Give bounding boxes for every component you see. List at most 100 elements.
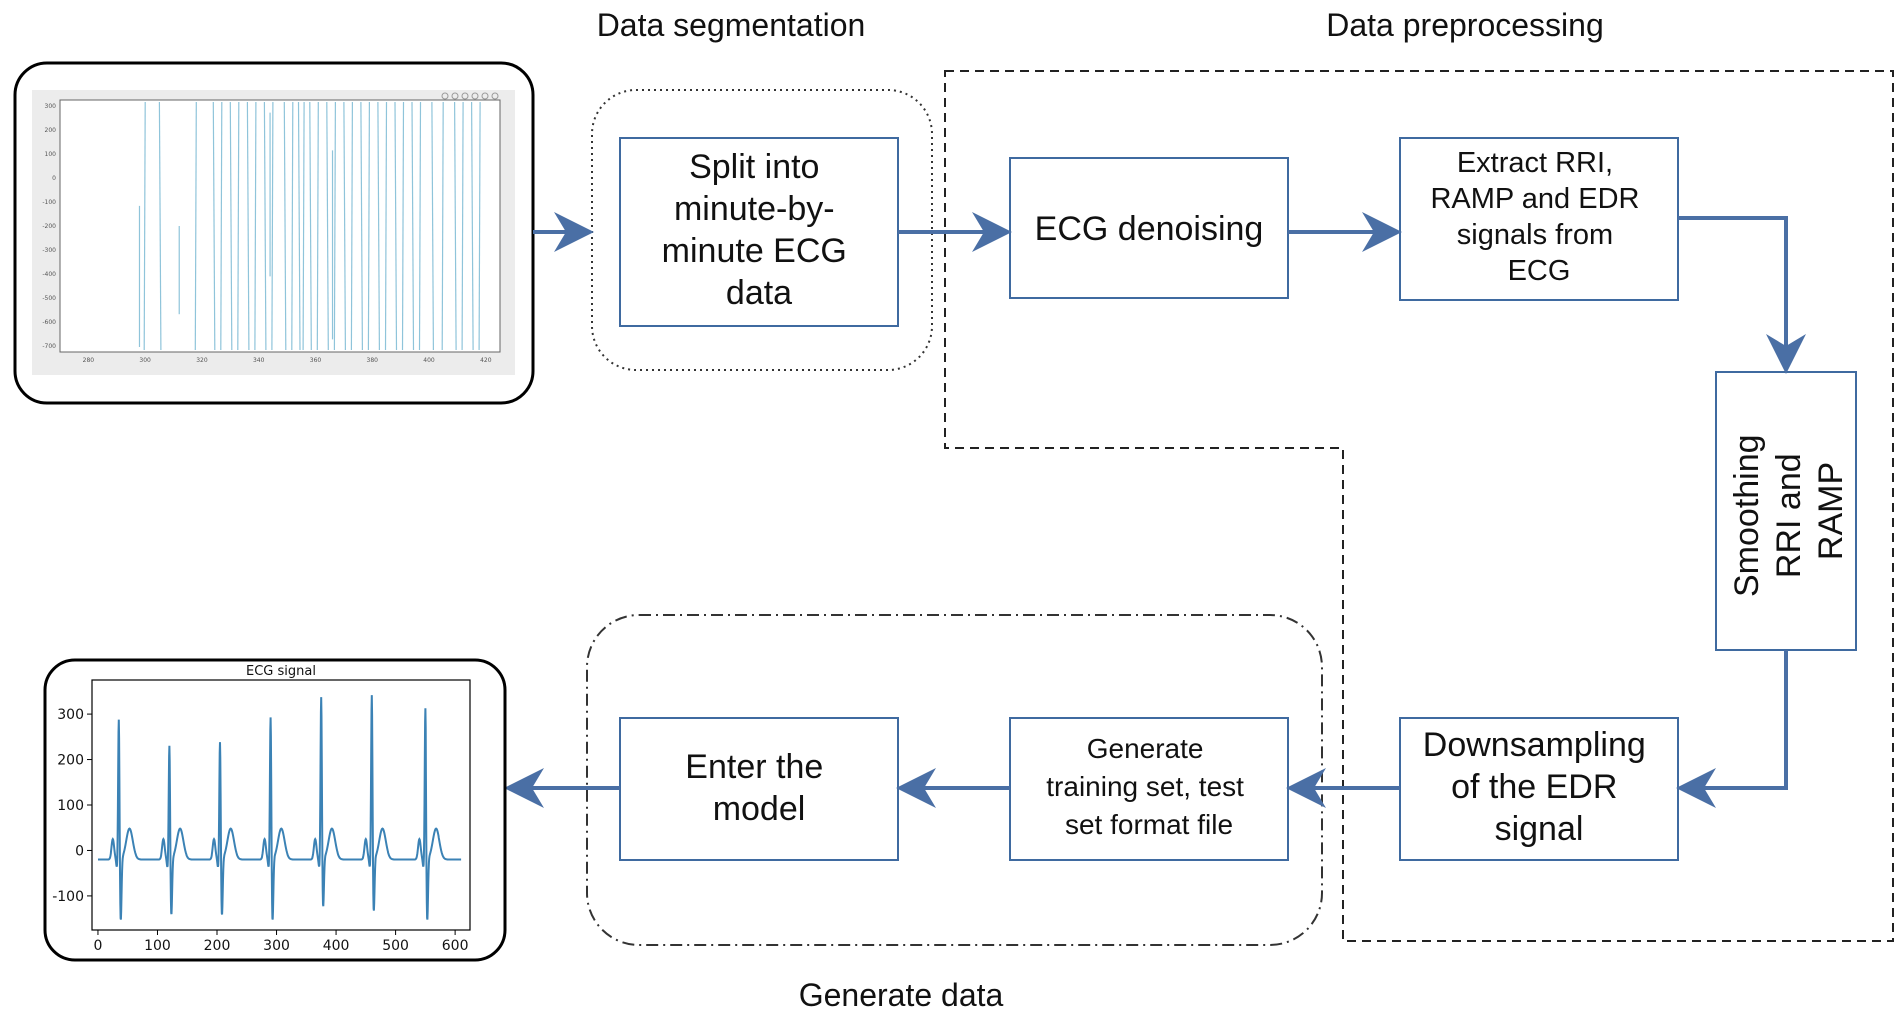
chart-title: ECG signal [246,664,316,679]
raw-spike [194,101,197,351]
ecg-chart-axes [91,679,471,931]
enter-model-box: Enter the model [619,717,899,861]
raw-x-tick-label: 400 [423,357,435,364]
extract-line-3: signals from [1457,219,1613,251]
y-tick-label: 300 [57,707,84,723]
raw-spike [143,101,146,351]
extract-line-4: ECG [1508,255,1571,287]
arrow-smoothing-to-downsampling [1676,650,1788,808]
enter-line-2: model [713,790,806,828]
raw-spike [316,101,319,351]
raw-y-tick-label: -400 [42,271,56,278]
raw-spike [418,101,422,351]
data-preprocessing-label: Data preprocessing [1326,7,1603,43]
raw-spike [478,101,481,351]
data-segmentation-label: Data segmentation [597,7,866,43]
ecg-signal-chart: ECG signal -100 0 100 200 300 0 100 200 300 400 5… [43,658,507,962]
arrow-extract-to-smoothing [1678,216,1806,374]
raw-spike [246,101,250,351]
svg-text:Split into minute-by-: Split into minute-by- minute ECG data [662,148,857,312]
raw-spike [367,101,370,351]
split-line-4: data [726,274,792,312]
raw-ecg-toolbar-icons [441,92,499,100]
denoise-box: ECG denoising [1009,157,1289,299]
raw-spike [237,101,240,351]
raw-spike [326,101,329,351]
svg-text:ECG denoising: ECG denoising [1035,210,1264,248]
generate-line-1: Generate [1087,733,1204,764]
downsampling-line-3: signal [1495,810,1584,848]
smoothing-line-2: RRI and [1770,453,1808,578]
raw-x-tick-label: 300 [139,357,151,364]
svg-text:Generate training set, t: Generate training set, test set format f… [1046,733,1251,840]
raw-spike [297,101,301,351]
x-tick-label: 600 [442,938,469,954]
ecg-y-ticks: -100 0 100 200 300 [52,707,92,905]
extract-box: Extract RRI, RAMP and EDR signals from E… [1399,137,1679,301]
split-box: Split into minute-by- minute ECG data [619,137,899,327]
raw-x-tick-label: 280 [83,357,95,364]
raw-x-tick-label: 420 [480,357,492,364]
svg-text:Extract RRI, RAMP and ED: Extract RRI, RAMP and EDR signals from E… [1430,147,1647,287]
raw-spike [271,101,274,351]
generate-box: Generate training set, test set format f… [1009,717,1289,861]
y-tick-label: 200 [57,753,84,769]
raw-x-tick-label: 360 [310,357,322,364]
y-tick-label: 0 [75,843,84,859]
flow-arrows [504,212,1806,808]
raw-spike [441,101,444,351]
generate-line-2: training set, test [1046,771,1244,802]
raw-y-tick-label: -300 [42,247,56,254]
svg-text:Downsampling of the EDR: Downsampling of the EDR signal [1423,726,1655,848]
raw-spike [343,101,346,351]
raw-spike [291,101,294,351]
downsampling-line-2: of the EDR [1451,768,1617,806]
raw-x-tick-label: 320 [196,357,208,364]
raw-y-tick-label: 300 [45,103,57,110]
raw-spike [229,101,233,351]
x-tick-label: 100 [144,938,171,954]
raw-x-tick-label: 380 [367,357,379,364]
raw-spike [333,101,336,351]
raw-spike [283,101,287,351]
raw-spike [454,101,457,351]
generate-line-3: set format file [1065,809,1233,840]
ecg-signal-series [98,695,462,920]
raw-spike [411,101,415,351]
raw-y-tick-label: -600 [42,319,56,326]
raw-spike [302,101,305,351]
raw-ecg-axes [59,99,501,353]
x-tick-label: 300 [263,938,290,954]
enter-line-1: Enter the [685,748,823,786]
raw-spike [350,101,353,351]
raw-spike [158,101,162,351]
raw-spike [254,101,257,351]
split-line-2: minute-by- [674,190,835,228]
raw-spike [384,101,388,351]
x-tick-label: 500 [382,938,409,954]
svg-text:Enter the model: Enter the model [685,748,832,828]
raw-spike [401,101,405,351]
extract-line-2: RAMP and EDR [1430,183,1639,215]
segmentation-group-outline [591,89,933,371]
downsampling-line-1: Downsampling [1423,726,1646,764]
raw-x-tick-label: 340 [253,357,265,364]
raw-spike [220,101,223,351]
raw-y-tick-label: 100 [45,151,57,158]
svg-text:Smoothing RRI and: Smoothing RRI and RAMP [1728,425,1850,597]
raw-y-tick-label: -500 [42,295,56,302]
split-line-3: minute ECG [662,232,847,270]
x-tick-label: 400 [323,938,350,954]
raw-y-tick-label: -100 [42,199,56,206]
denoise-line-1: ECG denoising [1035,210,1264,248]
y-tick-label: 100 [57,798,84,814]
preprocessing-group-outline [944,70,1894,942]
smoothing-line-1: Smoothing [1728,434,1766,597]
y-tick-label: -100 [52,889,84,905]
split-line-1: Split into [689,148,819,186]
raw-spike [394,101,398,351]
